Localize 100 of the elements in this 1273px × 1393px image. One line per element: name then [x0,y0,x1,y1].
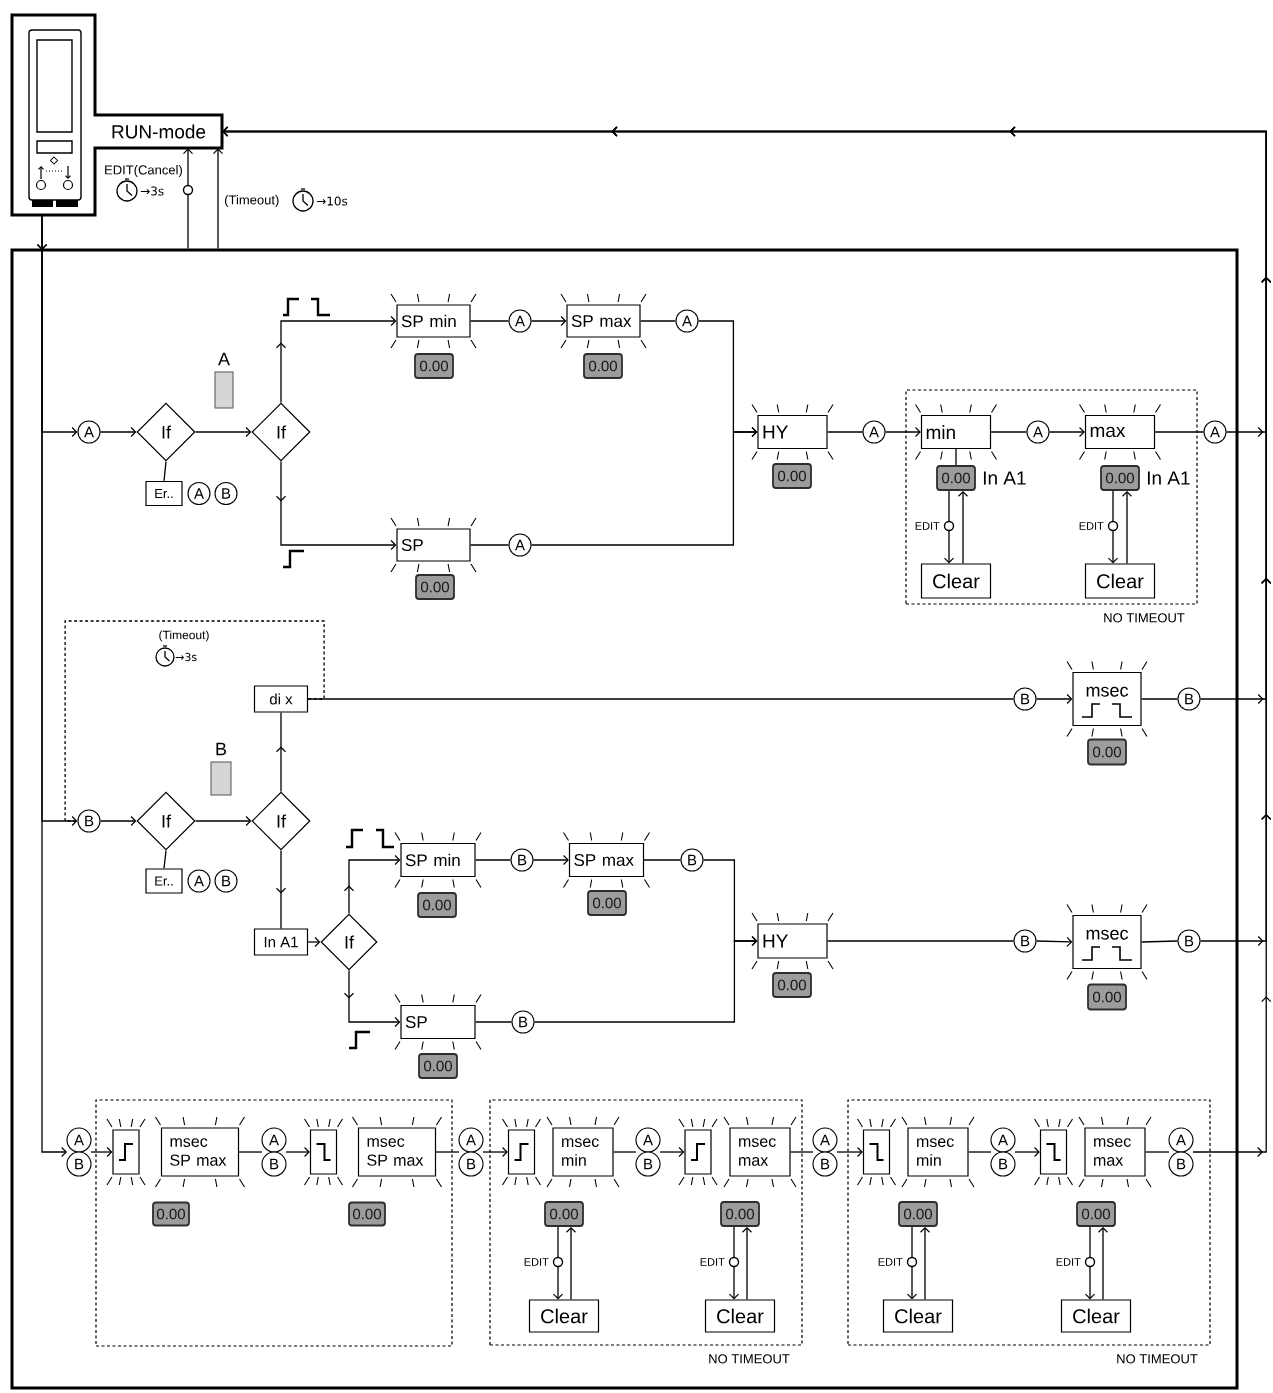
process-box: Clear [1060,1299,1132,1333]
process-box: In A1 [253,928,309,956]
process-box: Clear [704,1299,776,1333]
edge-label: EDIT [1056,1258,1081,1266]
arrow [906,1226,918,1300]
value-display: 0.00 [417,892,457,918]
connector-line [474,1021,513,1023]
blinking-box: msec min [901,1116,975,1188]
blinking-box: SP min [390,293,477,349]
value-display: 0.00 [414,353,454,379]
blinking-box: SP [394,993,482,1051]
blinking-box: SP min [394,831,482,889]
connector-line [643,859,682,861]
arrow [1035,936,1073,947]
blinking-box: HY [751,403,834,461]
time-label: →3s [175,652,197,662]
blinking-box: msec min [546,1116,620,1188]
connector-line [469,544,510,546]
connector-line [955,448,957,466]
arrow [943,490,955,564]
arrow [222,126,1272,1158]
process-box: di x [253,685,309,713]
process-box: Er.. [145,868,183,894]
edge-label: EDIT [1079,522,1104,530]
value-display: 0.00 [936,465,976,491]
arrow [530,315,567,327]
value-display: 0.00 [898,1201,938,1227]
edge-label: EDIT [878,1258,903,1266]
blinking-box: SP [390,517,477,573]
blinking-box: min [914,403,998,461]
connector-line [474,859,512,861]
arrow [36,214,67,1158]
time-label: →3s [140,186,164,196]
arrow [212,148,224,250]
blinking-box: msec max [1078,1116,1152,1188]
value-display: 0.00 [418,1053,458,1079]
value-display: 0.00 [1087,738,1127,766]
blinking-box: msec [1066,903,1148,981]
connector-line [238,1151,263,1153]
connector-line [789,1151,814,1153]
edge-label: EDIT [700,1258,725,1266]
arrow [90,1146,113,1158]
arrow [1035,693,1073,705]
blinking-box: msec SP max [351,1116,443,1188]
arrow [1014,1146,1040,1158]
process-box: Clear [920,563,992,599]
edge-label: (Timeout) [225,194,279,208]
connector-line [64,620,325,822]
key-box: A [214,352,234,409]
arrow [194,815,252,827]
connector-line [469,320,510,322]
arrow [659,1146,685,1158]
connector-line [612,1151,637,1153]
arrow [1121,490,1133,565]
connector-line [990,431,1028,433]
blinking-box: HY [751,912,834,970]
arrow [275,315,397,404]
edge-label: (Timeout) [159,630,209,642]
node-label: A [218,352,230,366]
blinking-box: SP max [562,831,651,889]
connector-line [826,431,864,433]
arrow [1084,1226,1096,1300]
blinking-box: SP max [560,293,647,349]
value-display: 0.00 [152,1201,190,1227]
process-box: Er.. [145,480,183,507]
arrow [275,460,397,551]
key-box: B [210,742,232,796]
edge-label: EDIT [915,522,940,530]
value-display: 0.00 [544,1201,584,1227]
arrow [728,1226,740,1300]
connector-line [1144,1151,1170,1153]
arrow [919,1226,931,1301]
arrow [343,854,401,915]
value-display: 0.00 [348,1201,386,1227]
arrow [836,1146,863,1158]
side-label: In A1 [983,471,1026,485]
value-display: 0.00 [772,972,812,998]
side-label: In A1 [1147,471,1190,485]
process-box: Clear [528,1299,600,1333]
arrow [533,935,758,1023]
connector-line [1154,431,1205,433]
arrow [565,1226,577,1301]
connector-line [826,940,1015,942]
value-display: 0.00 [772,463,812,489]
arrow [741,1226,753,1301]
process-box: Clear [882,1299,954,1333]
arrow [99,426,137,438]
connector-line [163,460,167,482]
blinking-box: msec [1066,660,1148,738]
arrow [1048,426,1085,438]
connector-line [639,320,677,322]
arrow [194,426,252,438]
frame-box [10,248,1239,1390]
connector-line [1140,698,1179,700]
arrow [552,1226,564,1300]
node-label: NO TIMEOUT [1104,613,1185,623]
time-label: →10s [316,196,348,206]
connector-line [435,1151,460,1153]
value-display: 0.00 [1100,465,1140,491]
dashed-frame [95,1099,453,1347]
